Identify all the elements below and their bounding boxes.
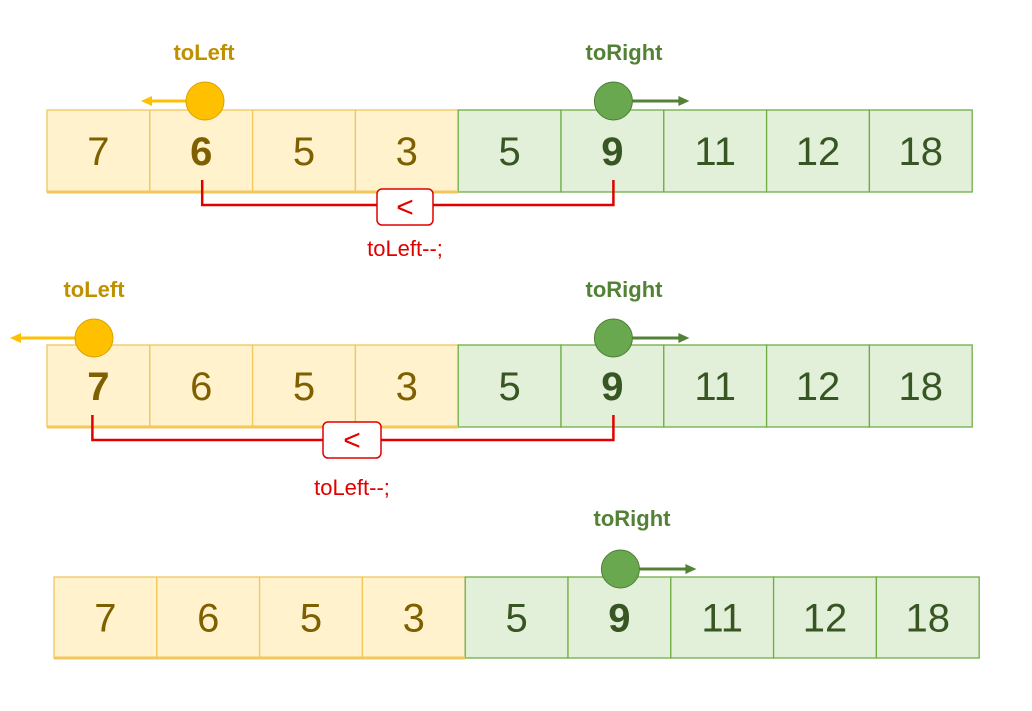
to-right-pointer-dot: [593, 81, 633, 121]
right-partition-cell: [868, 109, 973, 193]
left-partition-cell: [156, 576, 261, 659]
right-partition-cell: [464, 576, 569, 659]
array-row-2: 7 6 5 3 5 9 11 12 18 toLeft toRight < toLeft--;: [10, 277, 973, 500]
cell-value: 7: [94, 597, 116, 641]
right-partition-cell: [457, 344, 562, 428]
cell-value: 5: [498, 365, 520, 409]
to-right-pointer-dot: [600, 549, 640, 589]
to-left-label: toLeft: [173, 40, 235, 65]
cell-value: 9: [608, 597, 630, 641]
left-partition-cell: [149, 344, 254, 428]
left-partition-cell: [149, 109, 254, 193]
cell-value: 12: [796, 130, 841, 174]
comparison-box: [322, 421, 382, 459]
to-right-label: toRight: [586, 277, 664, 302]
to-left-label: toLeft: [63, 277, 125, 302]
to-left-pointer-dot: [74, 318, 114, 358]
right-partition-cell: [457, 109, 562, 193]
comparison-action: toLeft--;: [367, 236, 443, 261]
cell-value: 5: [498, 130, 520, 174]
to-right-pointer-dot: [593, 318, 633, 358]
cell-value: 5: [505, 597, 527, 641]
right-partition-cell: [670, 576, 775, 659]
cell-value: 11: [694, 365, 736, 409]
to-left-pointer-dot: [185, 81, 225, 121]
left-partition-cell: [46, 109, 151, 193]
arrow-right-icon: [685, 564, 697, 574]
cell-value: 18: [899, 130, 944, 174]
right-partition-cell: [868, 344, 973, 428]
comparison-box: [376, 188, 434, 226]
cell-value: 9: [601, 130, 623, 174]
cell-value: 18: [906, 597, 951, 641]
right-partition-cell: [765, 109, 871, 193]
cell-value: 12: [796, 365, 841, 409]
cell-value: 3: [403, 597, 425, 641]
to-right-label: toRight: [586, 40, 664, 65]
to-right-label: toRight: [594, 506, 672, 531]
cell-value: 5: [300, 597, 322, 641]
cell-value: 18: [899, 365, 944, 409]
left-partition-cell: [251, 109, 357, 193]
cell-value: 7: [87, 130, 109, 174]
array-row-1: 7 6 5 3 5 9 11 12 18 toLeft toRight < toLeft--;: [46, 40, 973, 261]
cell-value: 11: [694, 130, 736, 174]
left-partition-cell: [354, 109, 459, 193]
cell-value: 5: [293, 365, 315, 409]
cell-value: 6: [190, 130, 212, 174]
cell-value: 12: [803, 597, 848, 641]
cell-value: 5: [293, 130, 315, 174]
right-partition-cell: [567, 576, 672, 659]
comparison-symbol: <: [396, 191, 414, 224]
array-row-3: 7 6 5 3 5 9 11 12 18 toRight: [53, 506, 980, 660]
cell-value: 3: [396, 365, 418, 409]
comparison-symbol: <: [343, 424, 361, 457]
arrow-left-icon: [10, 333, 21, 343]
cell-value: 11: [701, 597, 743, 641]
comparison-action: toLeft--;: [314, 475, 390, 500]
right-partition-cell: [772, 576, 878, 659]
right-partition-cell: [663, 344, 768, 428]
cell-value: 6: [197, 597, 219, 641]
left-partition-cell: [354, 344, 459, 428]
right-partition-cell: [765, 344, 871, 428]
cell-value: 7: [87, 365, 109, 409]
cell-value: 9: [601, 365, 623, 409]
left-partition-cell: [251, 344, 357, 428]
left-partition-cell: [258, 576, 364, 659]
cell-value: 3: [396, 130, 418, 174]
right-partition-cell: [560, 109, 665, 193]
cell-value: 6: [190, 365, 212, 409]
left-partition-cell: [361, 576, 466, 659]
right-partition-cell: [560, 344, 665, 428]
arrow-left-icon: [141, 96, 152, 106]
right-partition-cell: [875, 576, 980, 659]
right-partition-cell: [663, 109, 768, 193]
arrow-right-icon: [678, 333, 690, 343]
arrow-right-icon: [678, 96, 690, 106]
